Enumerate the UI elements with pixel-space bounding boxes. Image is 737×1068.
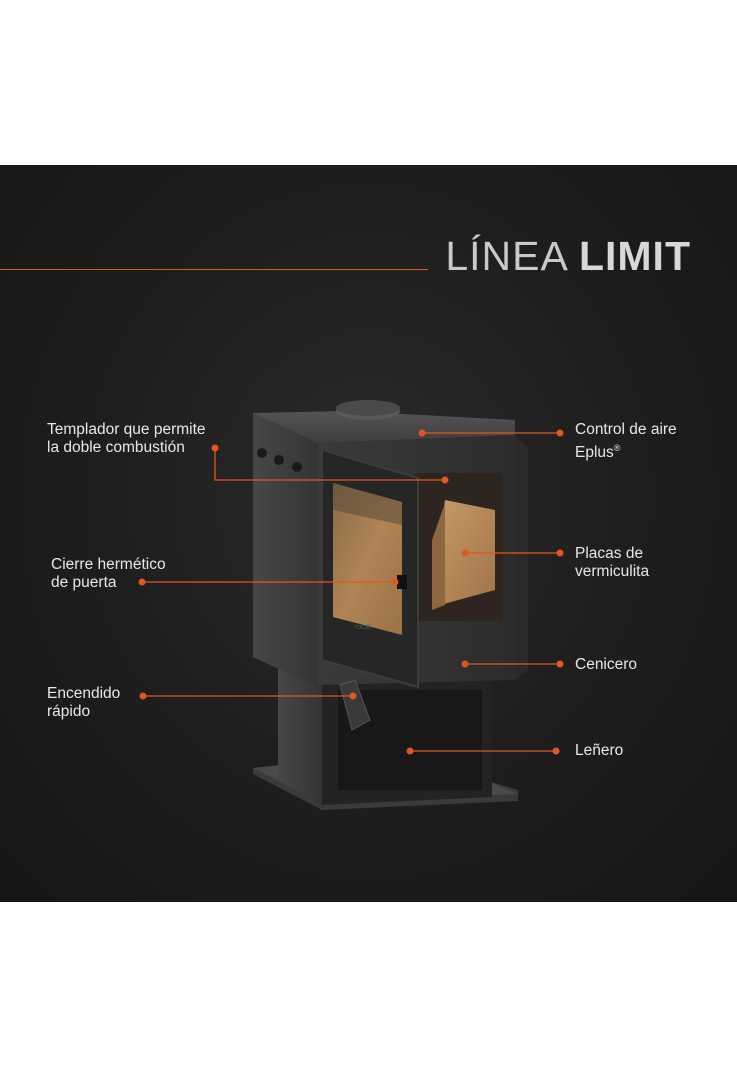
product-panel: LÍNEA LIMIT bbox=[0, 165, 737, 902]
lenero-dot-start bbox=[406, 747, 414, 755]
placas-dot-end bbox=[556, 549, 564, 557]
callout-control-aire-line2: Eplus bbox=[575, 444, 614, 462]
vent-hole-2 bbox=[274, 455, 284, 465]
registered-mark: ® bbox=[613, 443, 621, 453]
callout-control-aire: Control de aire Eplus® bbox=[575, 421, 677, 462]
cenicero-dot-start bbox=[461, 660, 469, 668]
templador-dot-start bbox=[211, 444, 219, 452]
callout-templador: Templador que permite la doble combustió… bbox=[47, 421, 206, 457]
brand-mark: rocal bbox=[355, 624, 371, 631]
callout-encendido: Encendido rápido bbox=[47, 685, 120, 721]
ignition-lever bbox=[339, 679, 371, 731]
title-bold: LIMIT bbox=[578, 233, 691, 279]
callout-cierre-line1: Cierre hermético bbox=[51, 556, 166, 573]
encendido-dot-start bbox=[139, 692, 147, 700]
body-top bbox=[253, 411, 515, 443]
title-light: LÍNEA bbox=[445, 233, 567, 279]
pedestal-side bbox=[278, 665, 322, 805]
callout-cierre: Cierre hermético de puerta bbox=[51, 556, 166, 592]
callout-cenicero: Cenicero bbox=[575, 656, 637, 674]
templador-line bbox=[214, 448, 445, 481]
cenicero-dot-end bbox=[556, 660, 564, 668]
stove-illustration: rocal bbox=[138, 400, 564, 810]
callout-placas: Placas de vermiculita bbox=[575, 545, 649, 581]
callout-control-aire-line2-wrap: Eplus® bbox=[575, 439, 677, 462]
body-side bbox=[253, 413, 318, 687]
control-aire-dot-end bbox=[556, 429, 564, 437]
callout-cenicero-line1: Cenicero bbox=[575, 656, 638, 673]
vermiculite-side bbox=[432, 503, 445, 610]
callout-encendido-line2: rápido bbox=[47, 703, 91, 720]
callout-lines bbox=[142, 432, 560, 752]
vent-hole-3 bbox=[292, 462, 302, 472]
body-right-edge bbox=[515, 435, 528, 680]
callout-encendido-line1: Encendido bbox=[47, 685, 121, 702]
placas-dot-start bbox=[461, 549, 469, 557]
cierre-dot-end bbox=[391, 578, 399, 586]
flue-top bbox=[336, 400, 400, 416]
cierre-dot-start bbox=[138, 578, 146, 586]
door-glass-reflection bbox=[333, 483, 402, 525]
templador-dot-end bbox=[441, 476, 449, 484]
title-accent-line bbox=[0, 269, 428, 270]
vent-hole-1 bbox=[257, 448, 267, 458]
door-latch bbox=[397, 575, 407, 589]
page-title: LÍNEA LIMIT bbox=[445, 233, 691, 280]
callout-lenero-line1: Leñero bbox=[575, 742, 624, 759]
callout-templador-line1: Templador que permite bbox=[47, 421, 206, 438]
lenero-dot-end bbox=[552, 747, 560, 755]
encendido-dot-end bbox=[349, 692, 357, 700]
control-aire-dot-start bbox=[418, 429, 426, 437]
callout-control-aire-line1: Control de aire bbox=[575, 421, 677, 438]
callout-placas-line1: Placas de bbox=[575, 545, 644, 562]
callout-cierre-line2: de puerta bbox=[51, 574, 117, 591]
callout-lenero: Leñero bbox=[575, 742, 623, 760]
callout-templador-line2: la doble combustión bbox=[47, 439, 185, 456]
callout-placas-line2: vermiculita bbox=[575, 563, 650, 580]
callout-dots bbox=[138, 429, 564, 755]
